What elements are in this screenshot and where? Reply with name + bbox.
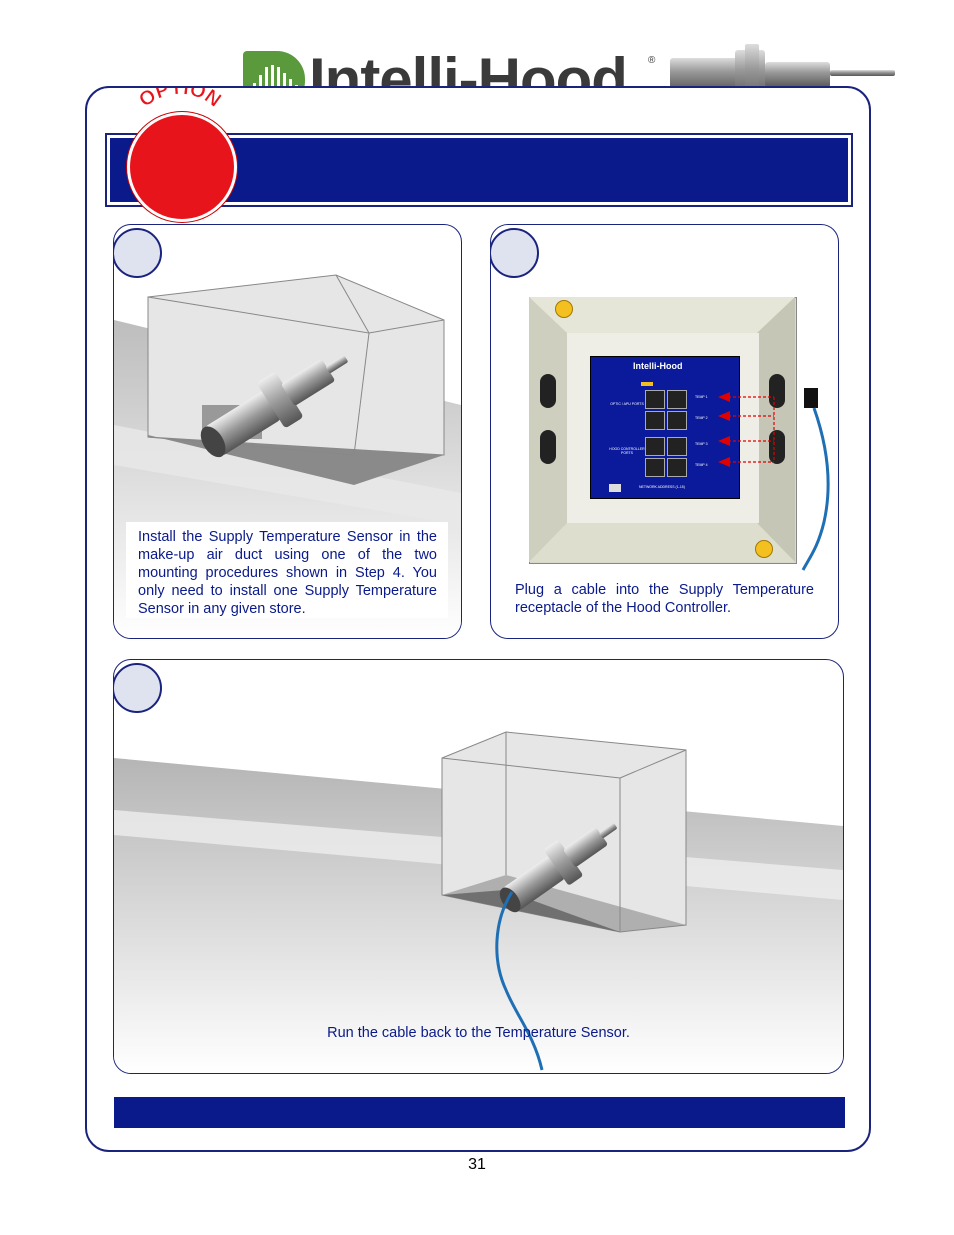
dip-switch (609, 484, 621, 492)
step-c-panel: Run the cable back to the Temperature Se… (113, 659, 844, 1074)
step-a-panel: Install the Supply Temperature Sensor in… (113, 224, 462, 639)
temp-label: TEMP 4 (695, 463, 708, 467)
registered-mark: ® (648, 55, 655, 66)
temp-label: TEMP 1 (695, 395, 708, 399)
port (667, 411, 687, 430)
option-label: OPTION (118, 88, 240, 128)
option-badge (127, 112, 237, 222)
port (667, 437, 687, 456)
step-a-marker (113, 228, 162, 278)
port-group-label: OPTIC / APU PORTS (607, 402, 647, 406)
screw-icon (555, 300, 573, 318)
port (645, 437, 665, 456)
step-a-caption: Install the Supply Temperature Sensor in… (138, 528, 437, 618)
temp-label: TEMP 3 (695, 442, 708, 446)
knockout-hole (540, 430, 556, 464)
svg-text:OPTION: OPTION (135, 88, 225, 112)
step-b-caption: Plug a cable into the Supply Temperature… (515, 581, 814, 617)
board-led (641, 382, 653, 386)
duct-routing-illustration (114, 660, 843, 1073)
step-c-marker (113, 663, 162, 713)
board-brand: Intelli-Hood (633, 361, 683, 371)
port (645, 458, 665, 477)
port (667, 390, 687, 409)
port (645, 390, 665, 409)
port (667, 458, 687, 477)
page-number: 31 (0, 1156, 954, 1174)
knockout-hole (540, 374, 556, 408)
step-c-caption: Run the cable back to the Temperature Se… (114, 1024, 843, 1042)
connection-arrows (718, 382, 848, 572)
temp-label: TEMP 2 (695, 416, 708, 420)
step-b-marker (490, 228, 539, 278)
footer-bar (114, 1097, 845, 1128)
port-group-label: HOOD CONTROLLER PORTS (607, 447, 647, 455)
port (645, 411, 665, 430)
